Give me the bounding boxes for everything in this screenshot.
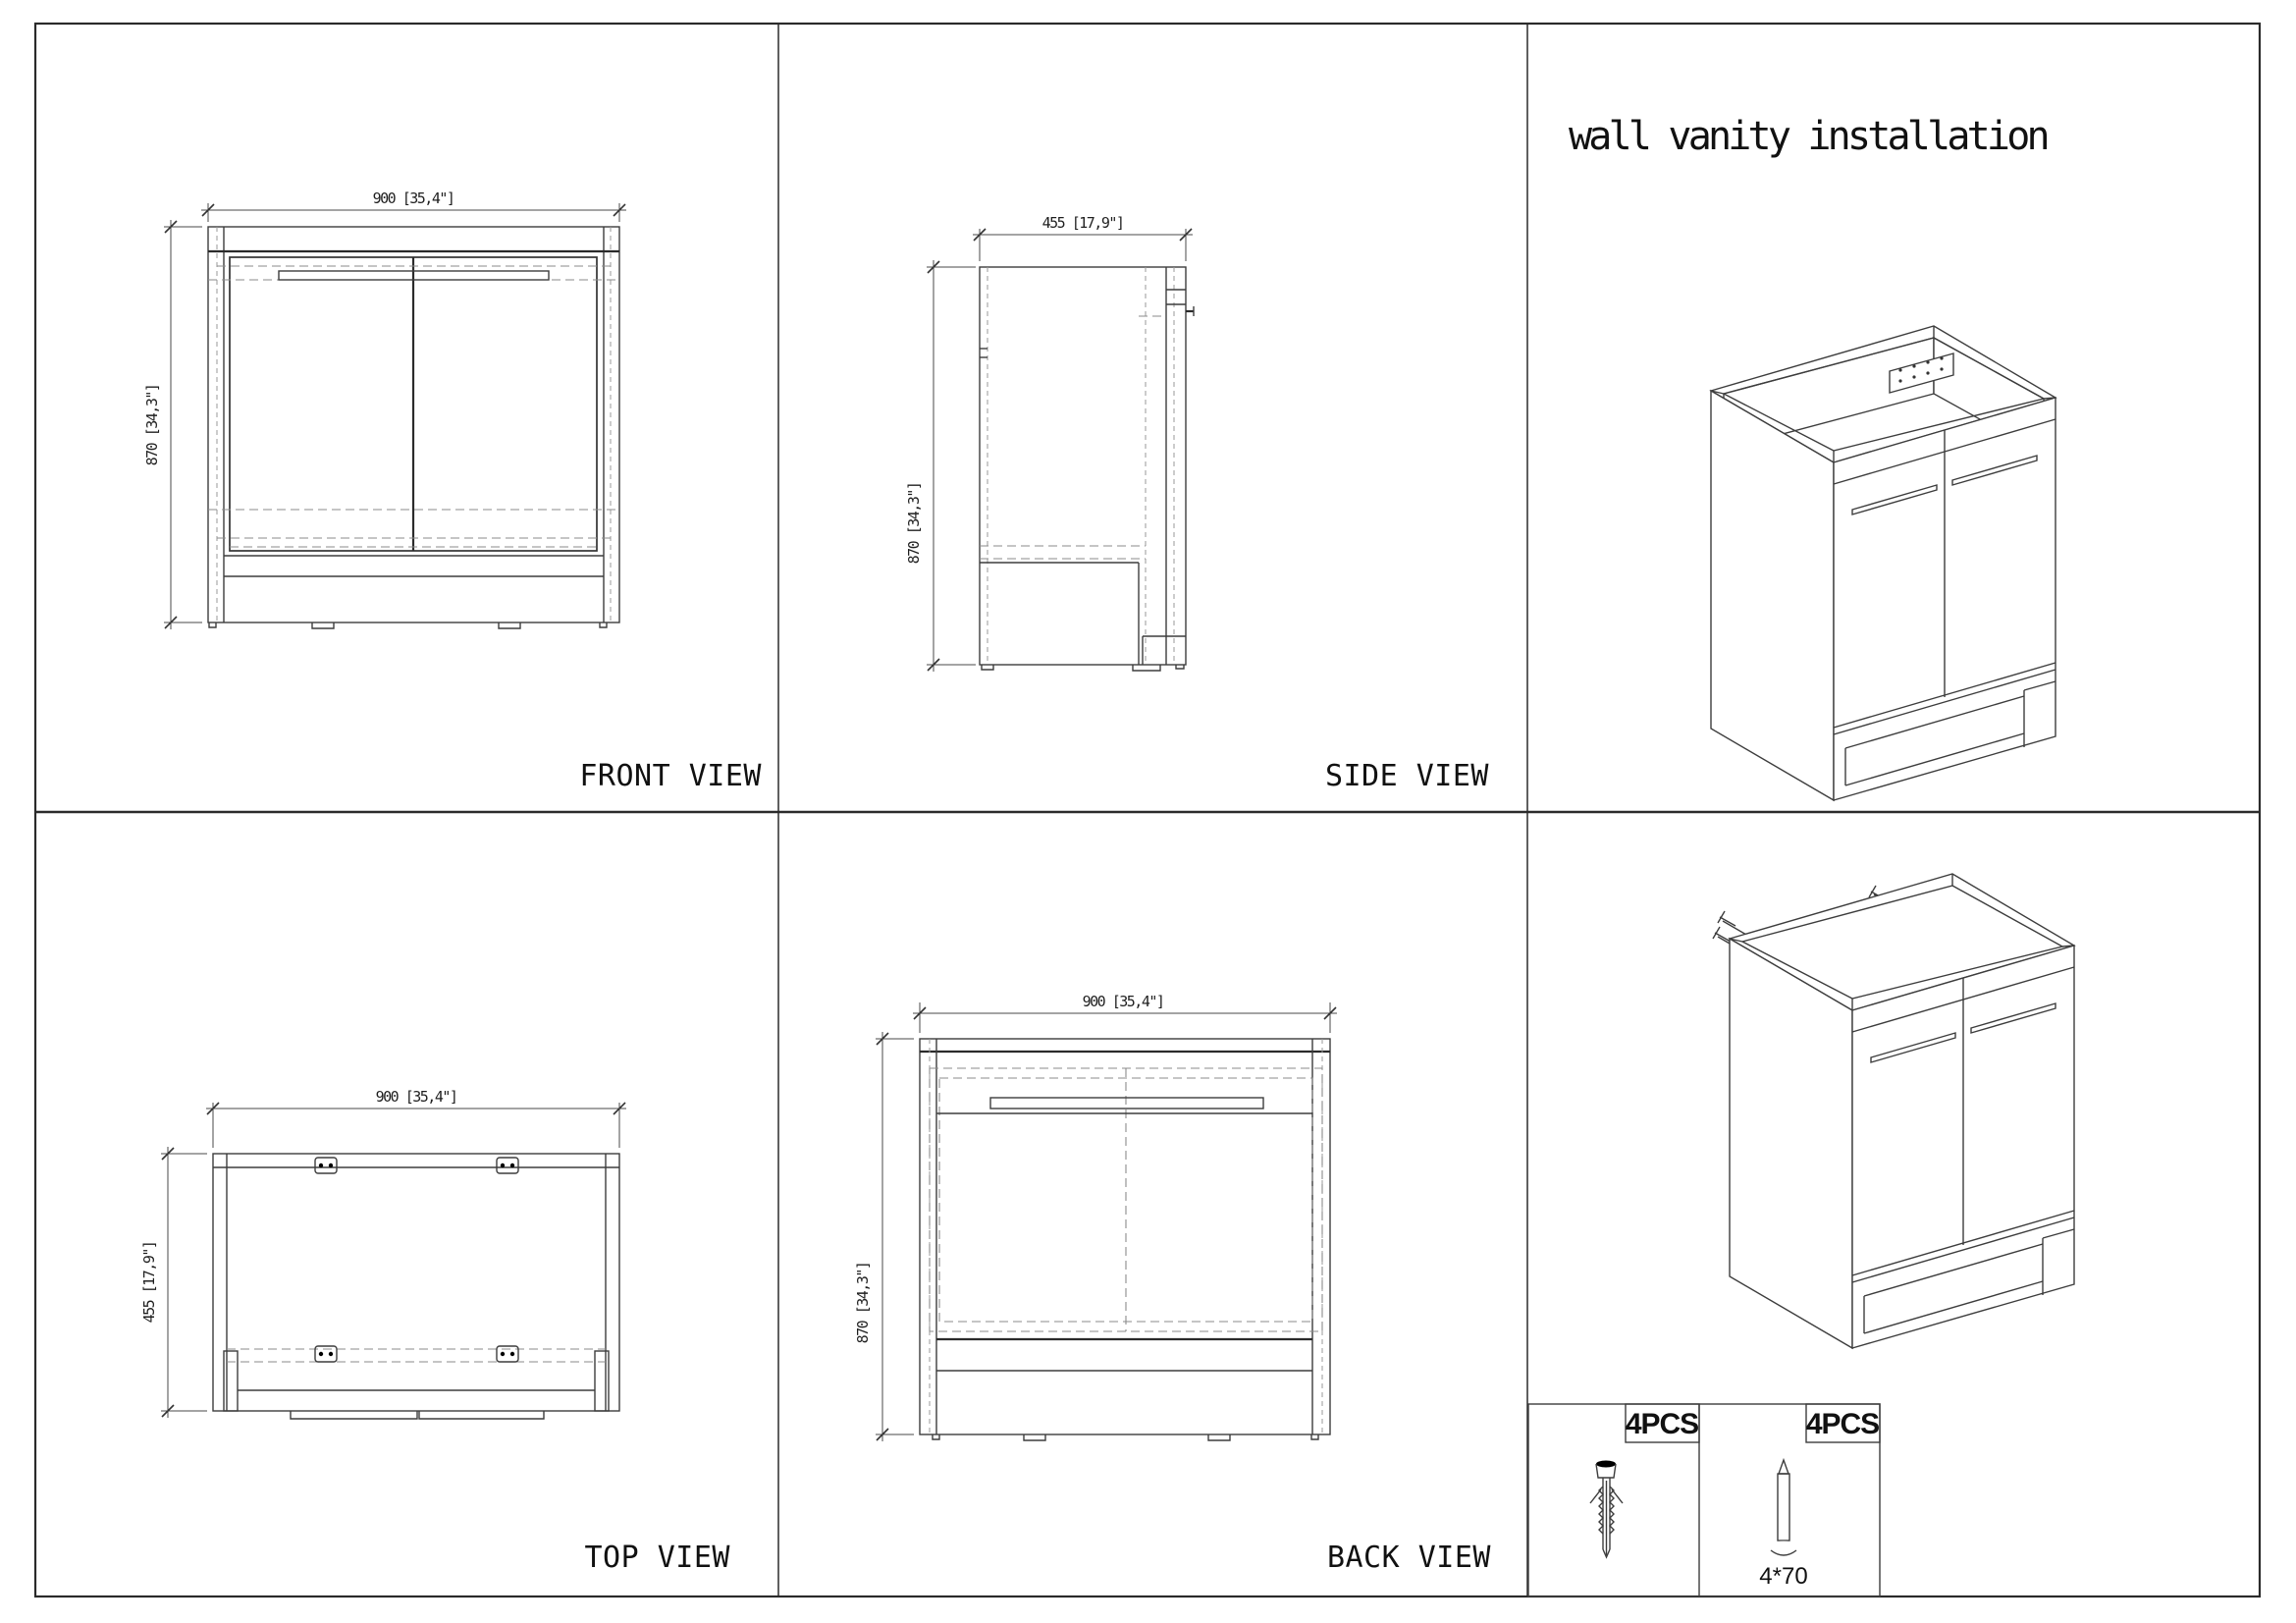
side-view-label: SIDE VIEW [1325,759,1489,793]
back-dim-height: 870 [34,3"] [854,1032,914,1441]
back-view: 900 [35,4"] 870 [34,3"] [854,993,1491,1575]
front-dim-height: 870 [34,3"] [143,220,202,629]
anchor-qty-badge: 4PCS [1626,1408,1698,1440]
page-title: wall vanity installation [1569,114,2047,159]
back-dim-width: 900 [35,4"] [913,993,1337,1033]
sheet-border-grid [33,22,2262,1598]
front-height-dim-label: 870 [34,3"] [143,385,161,466]
back-width-dim-label: 900 [35,4"] [1083,993,1164,1010]
front-view-label: FRONT VIEW [579,759,762,793]
back-height-dim-label: 870 [34,3"] [854,1263,872,1344]
iso-view-installed [1709,325,2057,802]
iso-view-exploded [1712,873,2076,1350]
screw-size-label: 4*70 [1759,1563,1807,1590]
top-dim-width: 900 [35,4"] [206,1088,626,1148]
top-view-drawing [212,1153,620,1420]
side-height-dim-label: 870 [34,3"] [905,483,923,565]
wall-anchor-icon [1589,1460,1624,1559]
back-view-label: BACK VIEW [1327,1541,1491,1575]
side-width-dim-label: 455 [17,9"] [1042,214,1124,232]
top-view: 900 [35,4"] 455 [17,9"] [140,1088,730,1575]
hardware-table: 4PCS 4PCS 4*70 [1527,1403,1881,1597]
front-handle-grille [278,270,550,281]
front-view-drawing [207,226,620,629]
top-dim-depth: 455 [17,9"] [140,1147,207,1418]
side-dim-height: 870 [34,3"] [905,260,976,672]
top-width-dim-label: 900 [35,4"] [376,1088,457,1106]
front-dim-width: 900 [35,4"] [201,189,626,222]
side-dim-width: 455 [17,9"] [973,214,1193,261]
front-view: 900 [35,4"] 870 [34,3"] [143,189,762,793]
side-view-drawing [979,266,1195,672]
screw-qty-badge: 4PCS [1806,1408,1879,1440]
side-view: 455 [17,9"] 870 [34,3"] [905,214,1489,793]
back-vent-grille [989,1097,1264,1109]
bracket-plate-icon [1889,352,1954,394]
back-view-drawing [919,1038,1331,1441]
top-view-label: TOP VIEW [585,1541,731,1575]
top-depth-dim-label: 455 [17,9"] [140,1242,158,1324]
screw-icon [1770,1457,1797,1556]
front-width-dim-label: 900 [35,4"] [373,189,454,207]
